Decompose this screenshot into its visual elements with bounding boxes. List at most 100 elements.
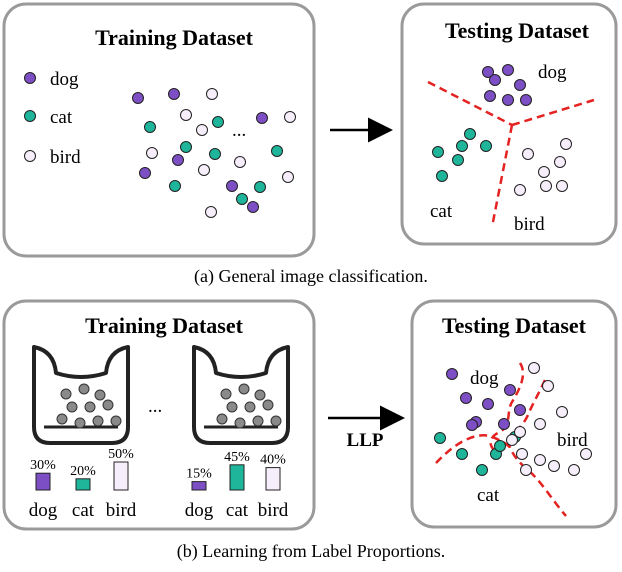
bird-point — [516, 448, 528, 460]
bag-outline — [192, 345, 290, 445]
cat-point — [456, 448, 468, 460]
gray-ball — [234, 417, 246, 429]
cat-point — [436, 170, 448, 182]
dog-point — [502, 94, 514, 106]
cat-point — [169, 180, 181, 192]
bird-point — [196, 124, 208, 136]
bird-point — [514, 184, 526, 196]
bird-point — [206, 88, 218, 100]
cat-point — [236, 193, 248, 205]
bird-point — [548, 460, 560, 472]
bird-point — [146, 147, 158, 159]
legend-dog-label: dog — [50, 69, 79, 90]
panel-a-bird-label: bird — [514, 214, 545, 235]
panel-a-ellipsis: ... — [232, 120, 246, 141]
legend-dog-marker — [24, 72, 36, 84]
panel-a-training-box — [2, 2, 316, 258]
gray-ball — [220, 388, 232, 400]
dog-point — [466, 419, 478, 431]
gray-ball — [270, 415, 282, 427]
bag-1 — [32, 345, 130, 445]
dog-point — [446, 368, 458, 380]
bag1-cat-percent: 20% — [70, 464, 96, 479]
cat-point — [434, 432, 446, 444]
gray-ball — [226, 401, 238, 413]
bird-point — [520, 464, 532, 476]
bird-point — [534, 418, 546, 430]
panel-b-dog-label: dog — [470, 368, 499, 389]
panel-a-testing-title: Testing Dataset — [445, 18, 590, 43]
dog-point — [132, 92, 144, 104]
bag-2 — [192, 345, 290, 445]
bag1-dog-percent: 30% — [30, 458, 56, 473]
bag1-cat-category: cat — [72, 500, 95, 521]
cat-point — [271, 145, 283, 157]
gray-ball — [252, 415, 264, 427]
dog-point — [482, 66, 494, 78]
bird-point — [205, 206, 217, 218]
bird-point — [506, 434, 518, 446]
bird-point — [556, 180, 568, 192]
gray-ball — [244, 401, 256, 413]
panel-a-training-points — [132, 88, 296, 218]
gray-ball — [216, 413, 228, 425]
bird-point — [180, 109, 192, 121]
bag1-dog-bar — [35, 472, 51, 491]
gray-ball — [262, 399, 274, 411]
bag2-bird-percent: 40% — [260, 453, 286, 468]
dog-point — [172, 154, 184, 166]
bird-point — [568, 464, 580, 476]
bird-point — [580, 448, 592, 460]
gray-ball — [110, 415, 122, 427]
bird-point — [282, 171, 294, 183]
panel-b-training-box — [2, 299, 316, 531]
cat-point — [480, 140, 492, 152]
panel-a-caption: (a) General image classification. — [194, 266, 428, 287]
panel-b-bird-label: bird — [557, 430, 588, 451]
panel-b-testing-title: Testing Dataset — [442, 313, 587, 338]
dog-point — [139, 167, 151, 179]
cat-point — [254, 181, 266, 193]
dog-point — [484, 90, 496, 102]
cat-point — [494, 440, 506, 452]
gray-ball — [84, 401, 96, 413]
bag-outline — [32, 345, 130, 445]
bag2-dog-category: dog — [185, 500, 214, 521]
panel-b-testing-box — [410, 299, 618, 529]
dog-point — [226, 180, 238, 192]
gray-ball — [60, 388, 72, 400]
cat-point — [452, 154, 464, 166]
panel-a-cat-label: cat — [430, 201, 453, 222]
dog-point — [168, 88, 180, 100]
cat-point — [464, 128, 476, 140]
gray-ball — [94, 389, 106, 401]
legend-bird-marker — [24, 150, 36, 162]
bag1-cat-bar — [75, 478, 91, 491]
legend-bird-label: bird — [50, 147, 81, 168]
bag2-cat-percent: 45% — [224, 450, 250, 465]
bird-point — [514, 426, 526, 438]
bird-point — [284, 111, 296, 123]
bag2-cat-bar — [229, 464, 245, 491]
gray-ball — [66, 401, 78, 413]
cat-point — [432, 146, 444, 158]
gray-ball — [56, 413, 68, 425]
panel-a-testing-box — [400, 2, 618, 246]
bag1-bird-category: bird — [106, 500, 137, 521]
bird-point — [542, 380, 554, 392]
gray-ball — [74, 417, 86, 429]
bird-point — [560, 138, 572, 150]
legend-cat-marker — [24, 110, 36, 122]
bag2-dog-percent: 15% — [186, 467, 212, 482]
cat-point — [476, 464, 488, 476]
bird-point — [554, 156, 566, 168]
panel-b-decision-boundary — [435, 362, 567, 517]
dog-point — [520, 94, 532, 106]
panel-a-training-title: Training Dataset — [95, 25, 254, 50]
dog-point — [460, 392, 472, 404]
bag2-bird-category: bird — [258, 500, 289, 521]
cat-point — [144, 121, 156, 133]
